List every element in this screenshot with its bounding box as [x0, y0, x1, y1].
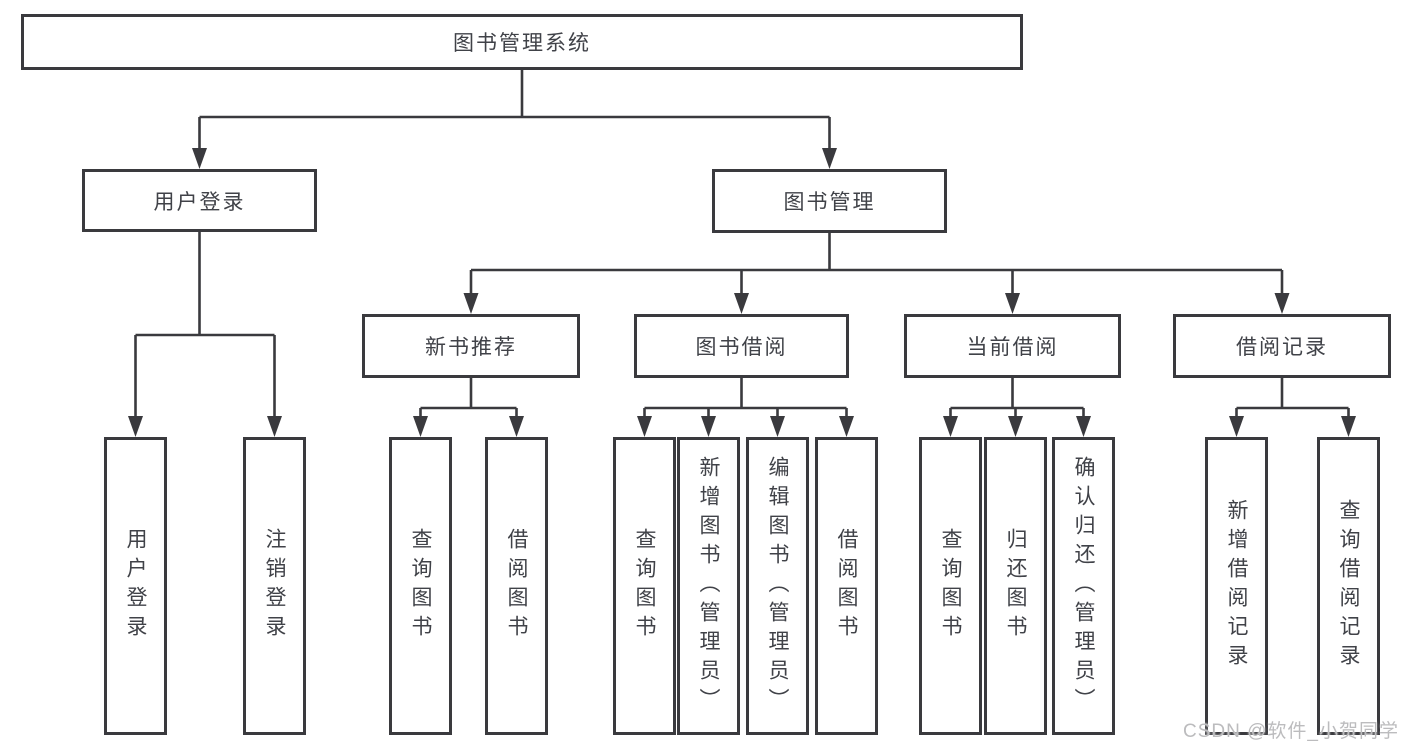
leaf-cb-query-books: 查询图书 — [919, 437, 982, 735]
arrowheads-root-to-level2 — [192, 148, 837, 169]
leaf-user-login: 用户登录 — [104, 437, 167, 735]
arrowheads-current-borrow-to-leaves — [943, 416, 1091, 437]
node-new-book-recommend: 新书推荐 — [362, 314, 580, 378]
leaf-label: 查询图书 — [939, 528, 963, 644]
arrowheads-recommend-to-leaves — [413, 416, 524, 437]
arrowheads-user-login-to-leaves — [128, 416, 282, 437]
leaf-label: 借阅图书 — [835, 528, 859, 644]
connector-user-login-to-leaves — [134, 232, 276, 419]
leaf-label: 编辑图书（管理员） — [766, 455, 790, 717]
node-borrow-record: 借阅记录 — [1173, 314, 1391, 378]
connector-current-borrow-to-leaves — [949, 378, 1085, 419]
leaf-label: 用户登录 — [124, 528, 148, 644]
connector-root-to-level2 — [198, 70, 831, 152]
node-current-borrow: 当前借阅 — [904, 314, 1121, 378]
leaf-logout: 注销登录 — [243, 437, 306, 735]
connector-book-borrow-to-leaves — [643, 378, 848, 419]
leaf-label: 新增图书（管理员） — [697, 455, 721, 717]
csdn-watermark: CSDN @软件_小贺同学 — [1183, 721, 1399, 742]
leaf-label: 查询图书 — [633, 528, 657, 644]
leaf-label: 查询图书 — [409, 528, 433, 644]
node-book-borrow: 图书借阅 — [634, 314, 849, 378]
leaf-label: 确认归还（管理员） — [1072, 455, 1096, 717]
leaf-label: 借阅图书 — [505, 528, 529, 644]
leaf-label: 查询借阅记录 — [1337, 499, 1361, 673]
leaf-label: 注销登录 — [263, 528, 287, 644]
leaf-label: 新增借阅记录 — [1225, 499, 1249, 673]
leaf-label: 归还图书 — [1004, 528, 1028, 644]
node-book-management: 图书管理 — [712, 169, 947, 233]
leaf-cb-confirm-return-admin: 确认归还（管理员） — [1052, 437, 1115, 735]
leaf-bb-edit-books-admin: 编辑图书（管理员） — [746, 437, 809, 735]
node-root: 图书管理系统 — [21, 14, 1023, 70]
leaf-br-add-record: 新增借阅记录 — [1205, 437, 1268, 735]
arrowheads-book-borrow-to-leaves — [637, 416, 854, 437]
leaf-rec-borrow-books: 借阅图书 — [485, 437, 548, 735]
arrowheads-borrow-record-to-leaves — [1229, 416, 1356, 437]
connector-recommend-to-leaves — [419, 378, 518, 419]
connector-book-management-to-level3 — [469, 233, 1284, 296]
arrowheads-book-management-to-level3 — [463, 293, 1290, 314]
leaf-cb-return-books: 归还图书 — [984, 437, 1047, 735]
leaf-rec-query-books: 查询图书 — [389, 437, 452, 735]
leaf-bb-query-books: 查询图书 — [613, 437, 676, 735]
connector-borrow-record-to-leaves — [1235, 378, 1350, 419]
leaf-br-query-record: 查询借阅记录 — [1317, 437, 1380, 735]
leaf-bb-add-books-admin: 新增图书（管理员） — [677, 437, 740, 735]
leaf-bb-borrow-books: 借阅图书 — [815, 437, 878, 735]
node-user-login: 用户登录 — [82, 169, 317, 232]
